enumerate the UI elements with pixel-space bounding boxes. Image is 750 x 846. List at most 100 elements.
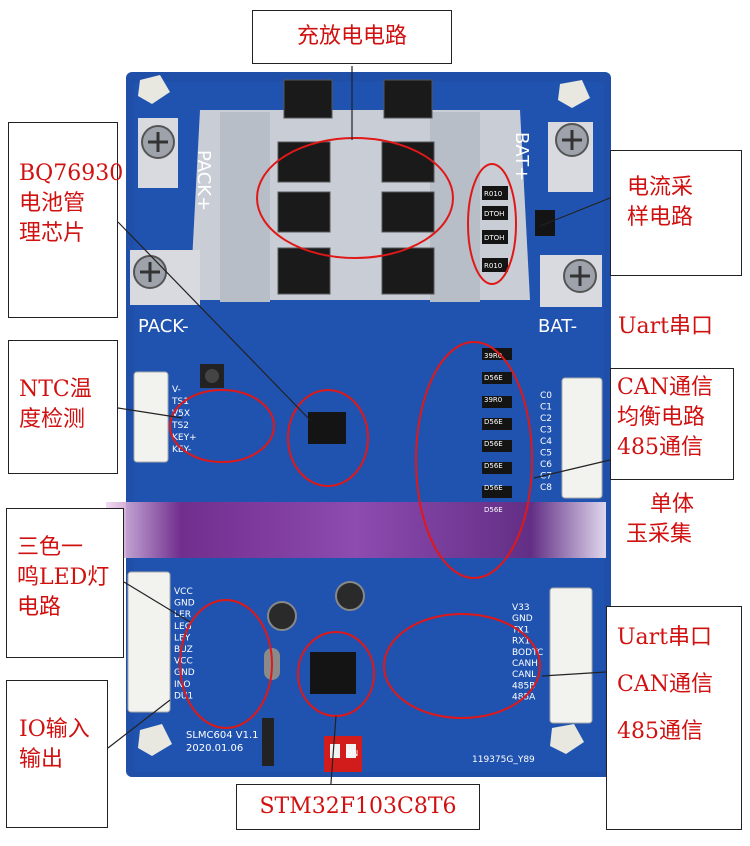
pin-label: BUZ [174, 645, 193, 655]
standoff [138, 724, 172, 756]
standoff [558, 80, 590, 108]
part-mark: R010 [484, 262, 502, 270]
capacitor [335, 581, 365, 611]
leader-lines [107, 66, 611, 797]
label-io-line1: IO输入 [19, 717, 90, 742]
label-can-1: CAN通信 [617, 375, 713, 400]
pin-label: RX1 [512, 637, 530, 647]
pin-label: LER [174, 610, 191, 620]
label-balance: 均衡电路 [617, 405, 706, 430]
pin-label: V5X [172, 409, 190, 419]
pin-label: KEY+ [172, 433, 197, 443]
blurred-band [106, 502, 606, 558]
label-led: 三色一 鸣LED灯 电路 [6, 508, 124, 658]
part-mark: 39R0 [484, 396, 502, 404]
pin-label: 485B [512, 681, 535, 691]
pin-label: C5 [540, 449, 552, 459]
connector-left-bottom [127, 571, 171, 713]
terminal-screw [130, 250, 200, 305]
pin-label: CANL [512, 670, 536, 680]
part-mark: D56E [484, 418, 503, 426]
part-mark: D56E [484, 374, 503, 382]
label-ntc-line2: 度检测 [19, 407, 86, 432]
ring-balance [415, 341, 533, 579]
silk-pack-minus: PACK- [138, 316, 189, 337]
part-mark: D56E [484, 462, 503, 470]
terminal-screw [138, 118, 178, 188]
label-uart-2: Uart串口 [617, 625, 713, 650]
pin-label: V- [172, 385, 181, 395]
pin-label: LEY [174, 633, 191, 643]
label-rs485-1: 485通信 [617, 435, 703, 460]
pin-label: C7 [540, 472, 552, 482]
label-comm-balance: CAN通信 均衡电路 485通信 [610, 368, 734, 480]
terminal-screw [548, 122, 593, 192]
mosfet-array [277, 79, 435, 295]
bq76930-chip [308, 412, 346, 444]
pin-label: C6 [540, 460, 552, 470]
standoff [550, 724, 584, 754]
pin-label: GND [174, 668, 195, 678]
label-bq76930: BQ76930 电池管 理芯片 [8, 122, 124, 318]
connector-right-top [561, 377, 603, 499]
part-mark: D56E [484, 506, 503, 514]
connector-right-bottom [549, 587, 593, 724]
silk-bat-minus: BAT- [538, 316, 577, 337]
terminal-screw [540, 255, 602, 307]
pin-label: TS1 [171, 397, 189, 407]
label-led-line1: 三色一 [17, 535, 84, 560]
pin-label: C1 [540, 403, 552, 413]
pin-label: V33 [512, 603, 530, 613]
balance-resistors [482, 348, 512, 498]
pin-label: BODTC [512, 648, 543, 658]
silk-date: 2020.01.06 [186, 743, 243, 754]
pin-label: VCC [174, 657, 193, 667]
ring-comm [383, 613, 541, 719]
ring-shunt [467, 163, 517, 285]
label-charge-discharge-text: 充放电电路 [296, 24, 407, 49]
label-led-line3: 电路 [17, 595, 62, 620]
silk-model: SLMC604 V1.1 [186, 730, 259, 741]
label-led-line2: 鸣LED灯 [17, 565, 110, 590]
pin-label: C3 [540, 426, 552, 436]
pin-label: C8 [540, 483, 552, 493]
pin-label: LEG [174, 622, 192, 632]
capacitor [267, 601, 297, 631]
silk-part-marks: R010DTOHDTOHR01039R0D56E39R0D56ED56ED56E… [484, 190, 504, 514]
part-mark: R010 [484, 190, 502, 198]
label-uart-1-text: Uart串口 [618, 314, 714, 339]
label-bq-line2: 电池管 [19, 191, 86, 216]
ring-ntc [169, 389, 275, 463]
shunt-resistors [482, 186, 508, 272]
pin-label: GND [174, 599, 195, 609]
label-stm32: STM32F103C8T6 [236, 784, 480, 830]
label-io: IO输入 输出 [6, 680, 108, 828]
connector-left-top [133, 371, 169, 463]
label-uart-1: Uart串口 [618, 312, 744, 344]
part-mark: D56E [484, 440, 503, 448]
label-cell-line1: 单体 [650, 492, 695, 517]
part-mark: D56E [484, 484, 503, 492]
pin-label: GND [512, 614, 533, 624]
pin-label: DU1 [174, 691, 193, 701]
ring-bq [287, 389, 369, 487]
pin-label: C4 [540, 437, 552, 447]
part-mark: 39R0 [484, 352, 502, 360]
label-current-line1: 电流采 [627, 175, 694, 200]
label-stm32-text: STM32F103C8T6 [259, 794, 457, 819]
pin-label: VCC [174, 587, 193, 597]
label-current-line2: 样电路 [627, 205, 694, 230]
label-ntc: NTC温 度检测 [8, 340, 118, 474]
silk-serial: 119375G_Y89 [472, 755, 535, 765]
label-rs485-2: 485通信 [617, 719, 703, 744]
label-cell-line2: 玉采集 [626, 522, 693, 547]
label-bq-line1: BQ76930 [19, 161, 124, 186]
label-can-2: CAN通信 [617, 672, 713, 697]
part-mark: DTOH [484, 234, 504, 242]
ring-mosfets [256, 137, 454, 259]
silk-switch-on: ON [346, 749, 358, 758]
ring-led [179, 599, 273, 729]
part-mark: DTOH [484, 210, 504, 218]
